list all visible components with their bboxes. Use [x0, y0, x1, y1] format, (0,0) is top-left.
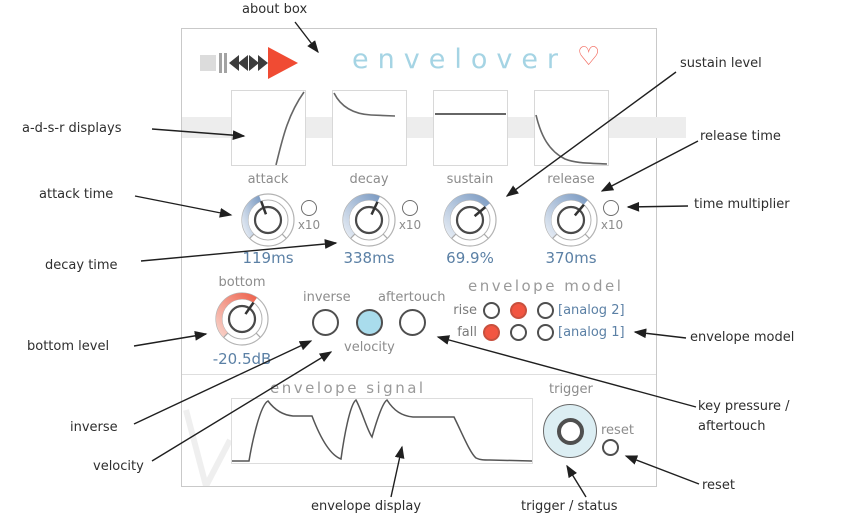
annotation-reset: reset — [702, 478, 735, 493]
annotation-envelope-display: envelope display — [311, 499, 422, 514]
pause-icon[interactable] — [219, 53, 222, 73]
plugin-title: envelover — [352, 44, 568, 75]
annotation-adsr-displays: a-d-s-r displays — [22, 121, 122, 136]
decay-x10-toggle[interactable] — [402, 200, 418, 216]
release-label: release — [547, 172, 595, 187]
rise-label: rise — [453, 303, 477, 318]
inverse-label: inverse — [303, 290, 351, 305]
reset-button[interactable] — [602, 439, 619, 456]
inverse-button[interactable] — [312, 309, 339, 336]
trigger-button[interactable] — [543, 404, 597, 458]
velocity-label: velocity — [344, 340, 395, 355]
envelope-model-title: envelope model — [468, 277, 624, 295]
fall-model-radio-1[interactable] — [483, 324, 500, 341]
fast-forward-icon[interactable] — [249, 55, 259, 71]
adsr-display-decay — [332, 90, 407, 166]
bottom-value: -20.5dB — [212, 350, 272, 368]
annotation-decay-time: decay time — [45, 258, 118, 273]
rise-model-radio-1[interactable] — [483, 302, 500, 319]
rise-model-tag: [analog 2] — [558, 303, 625, 318]
decay-x10-label: x10 — [398, 218, 422, 232]
attack-label: attack — [247, 172, 289, 187]
release-value: 370ms — [545, 249, 597, 267]
play-icon[interactable] — [268, 47, 298, 79]
envelope-signal-title: envelope signal — [270, 379, 426, 397]
trigger-label: trigger — [549, 382, 593, 397]
bottom-knob[interactable] — [212, 289, 272, 349]
annotation-key-pressure-line2: aftertouch — [698, 419, 766, 434]
sustain-value: 69.9% — [446, 249, 494, 267]
fall-label: fall — [457, 325, 477, 340]
attack-value: 119ms — [242, 249, 294, 267]
fast-forward-icon[interactable] — [258, 55, 268, 71]
decay-label: decay — [349, 172, 389, 187]
reset-label: reset — [601, 423, 634, 438]
annotation-time-multiplier: time multiplier — [694, 197, 790, 212]
aftertouch-label: aftertouch — [378, 290, 446, 305]
velocity-button[interactable] — [356, 309, 383, 336]
decay-knob[interactable] — [339, 190, 399, 250]
bottom-label: bottom — [218, 275, 266, 290]
adsr-display-release — [534, 90, 609, 166]
trigger-status-ring — [556, 417, 584, 445]
annotation-key-pressure-line1: key pressure / — [698, 399, 790, 414]
fall-model-radio-2[interactable] — [510, 324, 527, 341]
adsr-display-sustain — [433, 90, 508, 166]
annotation-trigger-status: trigger / status — [521, 499, 618, 514]
attack-x10-toggle[interactable] — [301, 200, 317, 216]
annotation-about-box: about box — [242, 2, 308, 17]
fall-model-tag: [analog 1] — [558, 325, 625, 340]
sustain-label: sustain — [446, 172, 494, 187]
release-x10-label: x10 — [600, 218, 624, 232]
envelope-display — [231, 398, 533, 464]
fall-model-radio-3[interactable] — [537, 324, 554, 341]
annotation-envelope-model: envelope model — [690, 330, 795, 345]
rise-model-radio-3[interactable] — [537, 302, 554, 319]
rewind-icon[interactable] — [238, 55, 248, 71]
annotation-velocity: velocity — [93, 459, 144, 474]
sustain-knob[interactable] — [440, 190, 500, 250]
annotation-bottom-level: bottom level — [27, 339, 110, 354]
rewind-icon[interactable] — [229, 55, 239, 71]
section-divider — [182, 374, 656, 375]
rise-model-radio-2[interactable] — [510, 302, 527, 319]
decay-value: 338ms — [343, 249, 395, 267]
aftertouch-button[interactable] — [399, 309, 426, 336]
annotation-release-time: release time — [700, 129, 781, 144]
heart-icon: ♡ — [577, 42, 601, 72]
annotation-sustain-level: sustain level — [680, 56, 762, 71]
annotation-key-pressure: key pressure / aftertouch — [698, 399, 790, 434]
pause-icon[interactable] — [224, 53, 227, 73]
attack-x10-label: x10 — [297, 218, 321, 232]
adsr-display-attack — [231, 90, 306, 166]
release-knob[interactable] — [541, 190, 601, 250]
attack-knob[interactable] — [238, 190, 298, 250]
annotation-attack-time: attack time — [39, 187, 114, 202]
stop-icon[interactable] — [200, 55, 216, 71]
release-x10-toggle[interactable] — [603, 200, 619, 216]
annotation-inverse: inverse — [70, 420, 118, 435]
